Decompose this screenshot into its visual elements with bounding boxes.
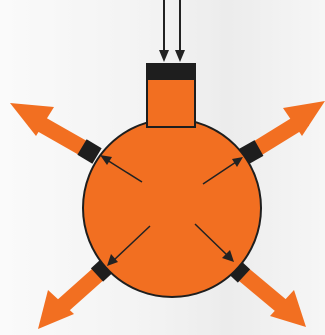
inlet-arrows (159, 0, 185, 62)
inlet-arrow-right-head (175, 50, 185, 62)
outlet-port-top-right (243, 148, 259, 157)
outlet-arrow-top-left (10, 103, 97, 156)
outlet-arrow-top-right (243, 101, 325, 157)
outlet-arrow-bottom-left-shaft (58, 269, 104, 310)
inlet-nozzle (146, 63, 196, 127)
outlet-arrow-bottom-left (38, 263, 110, 329)
central-circle (83, 119, 261, 297)
outlet-port-top-left (82, 147, 97, 156)
outlet-arrow-bottom-right (229, 262, 306, 327)
inlet-arrow-left-head (159, 50, 169, 62)
inlet-nozzle-cap (146, 63, 196, 80)
